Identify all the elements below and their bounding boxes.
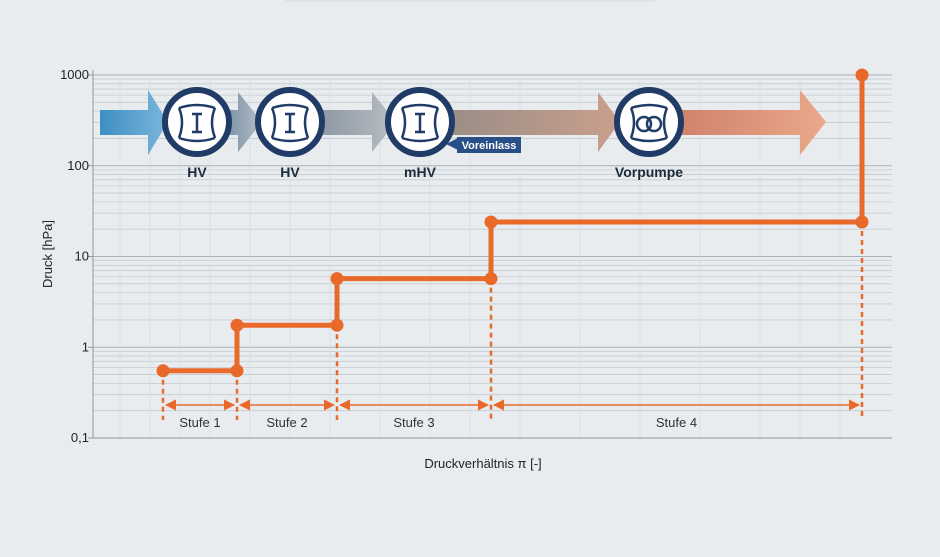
- y-axis-ticks: 1000 100 10 1 0,1: [60, 67, 93, 445]
- flow-arrow-blue: [100, 90, 168, 155]
- y-axis-title: Druck [hPa]: [40, 220, 55, 288]
- pressure-series: [156, 68, 869, 378]
- y-tick-label: 1000: [60, 67, 89, 82]
- voreinlass-box: [457, 137, 521, 153]
- pressure-point: [484, 215, 498, 229]
- pressure-point: [855, 215, 869, 229]
- stage-label: Stufe 2: [266, 415, 307, 430]
- pump-label-vorpumpe: Vorpumpe: [615, 164, 683, 180]
- roots-pump-icon: [629, 103, 669, 143]
- pressure-point: [330, 318, 344, 332]
- pressure-point: [230, 364, 244, 378]
- pressure-point: [156, 364, 170, 378]
- pump-hv-1: [162, 87, 232, 157]
- pressure-point: [855, 68, 869, 82]
- x-axis-title: Druckverhältnis π [-]: [424, 456, 541, 471]
- stage-label: Stufe 1: [179, 415, 220, 430]
- y-tick-label: 100: [67, 158, 89, 173]
- stage-label: Stufe 4: [656, 415, 697, 430]
- pressure-point: [230, 318, 244, 332]
- y-tick-label: 0,1: [71, 430, 89, 445]
- voreinlass-badge: Voreinlass: [446, 137, 521, 153]
- voreinlass-pointer: [446, 138, 458, 150]
- turbo-pump-icon: [270, 103, 310, 143]
- pump-mhv: [385, 87, 455, 157]
- stage-range-arrows: Stufe 1 Stufe 2 Stufe 3 Stufe 4: [164, 399, 861, 430]
- pressure-point: [330, 272, 344, 286]
- turbo-pump-icon: [400, 103, 440, 143]
- pump-label-hv-1: HV: [187, 164, 207, 180]
- pump-vorpumpe: [614, 87, 684, 157]
- y-tick-label: 10: [75, 249, 89, 264]
- stage-boundary-lines: [161, 221, 864, 420]
- pump-hv-2: [255, 87, 325, 157]
- pump-label-hv-2: HV: [280, 164, 300, 180]
- flow-arrow-mixed: [450, 92, 620, 152]
- y-tick-label: 1: [82, 339, 89, 354]
- flow-arrow-grey-2: [320, 92, 396, 152]
- pump-label-mhv: mHV: [404, 164, 437, 180]
- turbo-pump-icon: [177, 103, 217, 143]
- flow-arrow-salmon: [678, 90, 826, 155]
- gas-flow-band: [100, 90, 826, 155]
- stage-label: Stufe 3: [393, 415, 434, 430]
- voreinlass-label: Voreinlass: [462, 140, 517, 152]
- flow-arrow-grey-1: [228, 92, 262, 152]
- top-divider: [285, 0, 655, 2]
- pressure-point: [484, 272, 498, 286]
